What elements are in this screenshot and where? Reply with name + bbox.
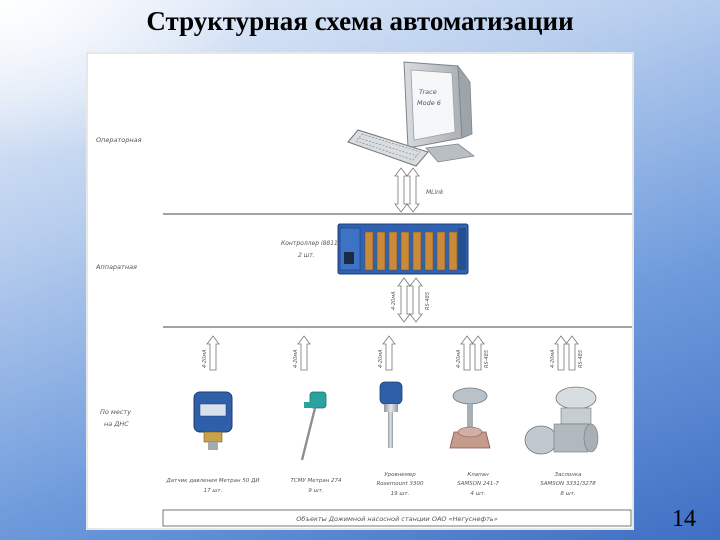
signal-label: RS-485 [484,350,490,368]
device-label: Клапан [467,472,489,478]
signal-label: 4-20мА [202,349,208,368]
temperature-sensor-icon [300,391,327,461]
device-label: ТСМУ Метран 274 [290,478,342,484]
device-model: SAMSON 3331/3278 [540,481,596,487]
device-label: Заслонка [554,472,582,478]
level-label-field: По месту [100,408,131,416]
device-quantity: 4 шт. [470,491,485,497]
device-quantity: 19 шт. [391,491,410,497]
slide-number: 14 [672,506,696,532]
data-link-arrow [394,167,420,213]
controller-quantity: 2 шт. [298,252,315,259]
device-model: Rosemount 3300 [376,481,424,487]
signal-label: RS-485 [425,292,431,310]
level-label-operator: Операторная [96,136,142,144]
device-quantity: 9 шт. [308,488,323,494]
diagram-border [86,52,634,530]
pressure-sensor-icon [193,391,233,450]
signal-arrow [397,277,423,323]
keyboard-icon [347,129,429,167]
diagram-canvas: Операторная Аппаратная По месту на ДНС T… [86,52,634,530]
device-model: SAMSON 241-7 [457,481,499,487]
objects-footer [162,509,632,527]
signal-label: 4-20мА [391,291,397,310]
damper-icon [524,386,599,455]
automation-diagram: Операторная Аппаратная По месту на ДНС T… [86,52,634,530]
control-valve-icon [449,387,491,449]
signal-label: 4-20мА [293,349,299,368]
signal-label: 4-20мА [378,349,384,368]
screen-text: Mode 6 [417,99,441,107]
device-quantity: 17 шт. [204,488,223,494]
link-label: MLink [426,189,444,196]
device-label: Датчик давления Метран 50 ДИ [165,478,259,484]
signal-label: 4-20мА [550,349,556,368]
signal-label: RS-485 [578,350,584,368]
controller-icon [337,223,469,275]
field-signal-arrows [206,335,579,371]
level-label-field: на ДНС [104,420,129,428]
controller-label: Контроллер i8811 [281,240,338,247]
signal-label: 4-20мА [456,349,462,368]
slide-title: Структурная схема автоматизации [146,6,574,36]
objects-footer-label: Объекты Дожимной насосной станции ОАО «Н… [296,515,498,523]
device-label: Уровнемер [384,472,416,478]
level-meter-icon [379,381,403,448]
device-quantity: 8 шт. [560,491,575,497]
computer-monitor-icon: Trace Mode 6 [403,61,475,163]
level-label-hardware: Аппаратная [95,263,137,271]
screen-text: Trace [419,88,437,96]
